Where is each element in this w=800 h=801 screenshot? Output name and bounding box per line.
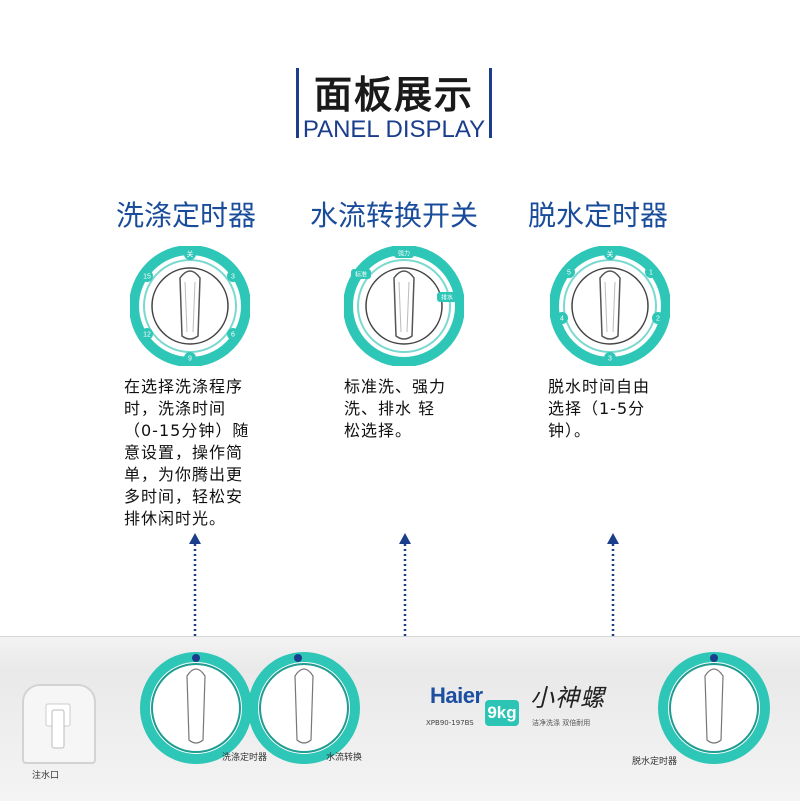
flow-switch-title: 水流转换开关 <box>310 199 479 232</box>
flow-switch-description: 标准洗、强力 洗、排水 轻 松选择。 <box>344 376 484 442</box>
arrow-head-up <box>399 533 411 544</box>
flow-switch-panel-label: 水流转换 <box>326 753 363 763</box>
arrow-head-up <box>607 533 619 544</box>
desc-line: 排休闲时光。 <box>124 509 227 528</box>
desc-line: 多时间，轻松安 <box>124 487 244 506</box>
flow-switch-knob[interactable] <box>248 652 360 764</box>
heading-right-bar <box>489 68 492 138</box>
spin-timer-title: 脱水定时器 <box>528 199 669 232</box>
spin-knob-label-4: 4 <box>560 316 564 323</box>
wash-knob-label-9: 9 <box>188 356 192 363</box>
heading-title-cn: 面板展示 <box>313 73 474 117</box>
wash-timer-description: 在选择洗涤程序 时，洗涤时间 （0-15分钟）随 意设置，操作简 单，为你腾出更… <box>124 376 284 530</box>
wash-timer-knob[interactable] <box>140 652 252 764</box>
desc-line: 意设置，操作简 <box>124 443 244 462</box>
spin-knob-label-1: 1 <box>649 270 653 277</box>
spin-timer-panel-label: 脱水定时器 <box>632 757 678 767</box>
flow-knob-label-drain: 排水 <box>441 294 453 302</box>
arrow-head-up <box>189 533 201 544</box>
capacity-badge: 9kg <box>485 700 519 726</box>
spin-knob-label-3: 3 <box>608 356 612 363</box>
desc-line: 时，洗涤时间 <box>124 399 227 418</box>
brand-logo: Haier <box>430 683 483 708</box>
wash-knob-label-12: 12 <box>143 332 151 339</box>
flow-knob-label-standard: 标准 <box>355 271 367 279</box>
flow-switch-knob-illustration: 强力 标准 排水 <box>344 246 464 366</box>
desc-line: 单，为你腾出更 <box>124 465 244 484</box>
wash-knob-label-3: 3 <box>231 274 235 281</box>
spin-knob-label-off: 关 <box>607 250 614 259</box>
water-inlet-label: 注水口 <box>32 771 60 781</box>
water-inlet-nozzle-icon <box>45 703 71 749</box>
spin-knob-label-2: 2 <box>656 316 660 323</box>
desc-line: 选择（1-5分 <box>548 399 646 418</box>
water-inlet[interactable] <box>22 684 96 764</box>
heading-left-bar <box>296 68 299 138</box>
spin-timer-description: 脱水时间自由 选择（1-5分 钟）。 <box>548 376 688 442</box>
desc-line: （0-15分钟）随 <box>124 421 250 440</box>
wash-timer-knob-illustration: 关 3 6 9 12 15 <box>130 246 250 366</box>
wash-timer-title: 洗涤定时器 <box>116 199 257 232</box>
desc-line: 脱水时间自由 <box>548 377 651 396</box>
desc-line: 松选择。 <box>344 421 413 440</box>
slogan: 洁净洗涤 双倍耐用 <box>532 719 591 727</box>
model-number: XPB90-197BS <box>426 719 474 727</box>
spin-knob-label-5: 5 <box>567 270 571 277</box>
spin-timer-knob[interactable] <box>658 652 770 764</box>
desc-line: 钟）。 <box>548 421 592 440</box>
panel-display-heading: 面板展示 PANEL DISPLAY <box>296 62 496 154</box>
desc-line: 标准洗、强力 <box>344 377 447 396</box>
heading-title-en: PANEL DISPLAY <box>302 116 486 143</box>
desc-line: 洗、排水 轻 <box>344 399 436 418</box>
spin-timer-knob-illustration: 关 1 2 3 4 5 <box>550 246 670 366</box>
wash-knob-label-15: 15 <box>143 274 151 281</box>
desc-line: 在选择洗涤程序 <box>124 377 244 396</box>
wash-knob-label-6: 6 <box>231 332 235 339</box>
series-name: 小神螺 <box>530 684 605 712</box>
wash-timer-panel-label: 洗涤定时器 <box>222 753 268 763</box>
wash-knob-label-off: 关 <box>187 250 194 259</box>
flow-knob-label-strong: 强力 <box>398 250 410 258</box>
